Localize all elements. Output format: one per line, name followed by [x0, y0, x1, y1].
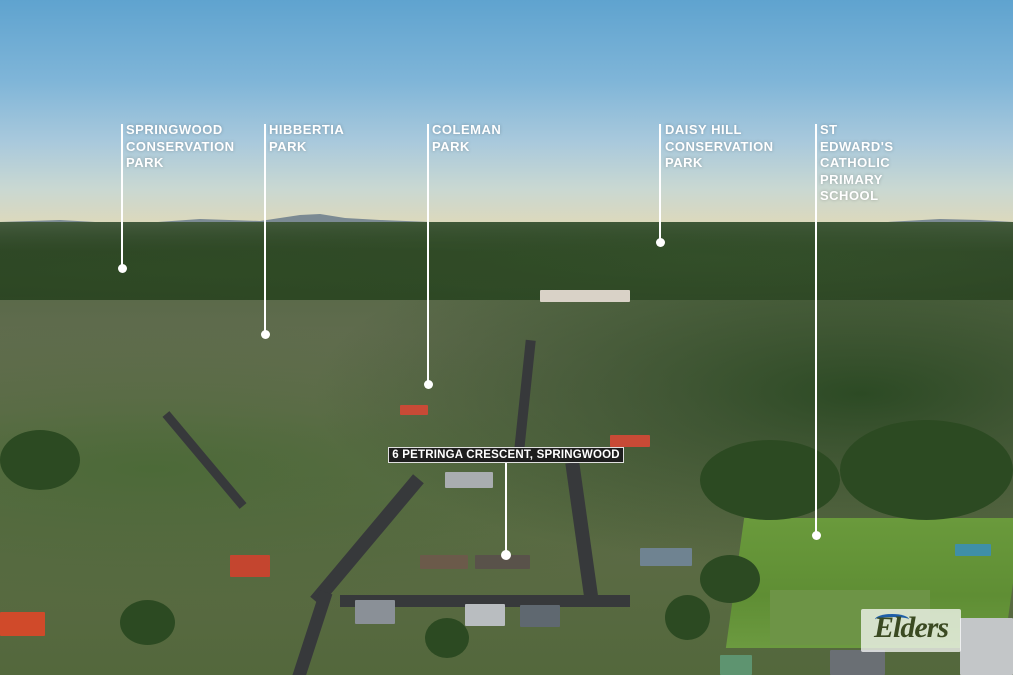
shade-structure — [955, 544, 991, 556]
poi-leader-line — [121, 124, 123, 267]
poi-marker-dot — [656, 238, 665, 247]
property-address-tag: 6 PETRINGA CRESCENT, SPRINGWOOD — [388, 447, 624, 463]
poi-label: DAISY HILL CONSERVATION PARK — [665, 122, 774, 170]
house — [230, 555, 270, 577]
poi-marker-dot — [261, 330, 270, 339]
house — [475, 555, 530, 569]
poi-leader-line — [427, 124, 429, 382]
poi-leader-line — [659, 124, 661, 239]
poi-label: ST EDWARD'S CATHOLIC PRIMARY SCHOOL — [820, 122, 894, 203]
house — [400, 405, 428, 415]
poi-marker-dot — [424, 380, 433, 389]
elders-watermark-logo: Elders — [861, 609, 961, 652]
tree — [120, 600, 175, 645]
house — [355, 600, 395, 624]
house — [420, 555, 468, 569]
poi-leader-line — [815, 124, 817, 532]
poi-label: COLEMAN PARK — [432, 122, 502, 154]
property-marker-dot — [501, 550, 511, 560]
tree-cluster — [840, 420, 1013, 520]
poi-label: SPRINGWOOD CONSERVATION PARK — [126, 122, 235, 170]
poi-marker-dot — [118, 264, 127, 273]
property-leader-line — [505, 463, 507, 551]
tree — [425, 618, 469, 658]
house — [465, 604, 505, 626]
tree — [0, 430, 80, 490]
road — [340, 595, 630, 607]
house — [520, 605, 560, 627]
building — [830, 650, 885, 675]
tree — [665, 595, 710, 640]
logo-swoosh-icon — [875, 614, 909, 625]
sky — [0, 0, 1013, 230]
poi-marker-dot — [812, 531, 821, 540]
tree — [700, 555, 760, 603]
house — [445, 472, 493, 488]
poi-leader-line — [264, 124, 266, 332]
building — [960, 618, 1013, 675]
house — [640, 548, 692, 566]
house — [0, 612, 45, 636]
poi-label: HIBBERTIA PARK — [269, 122, 345, 154]
building — [540, 290, 630, 302]
shed — [720, 655, 752, 675]
house — [610, 435, 650, 447]
logo-text: Elders — [873, 611, 949, 644]
